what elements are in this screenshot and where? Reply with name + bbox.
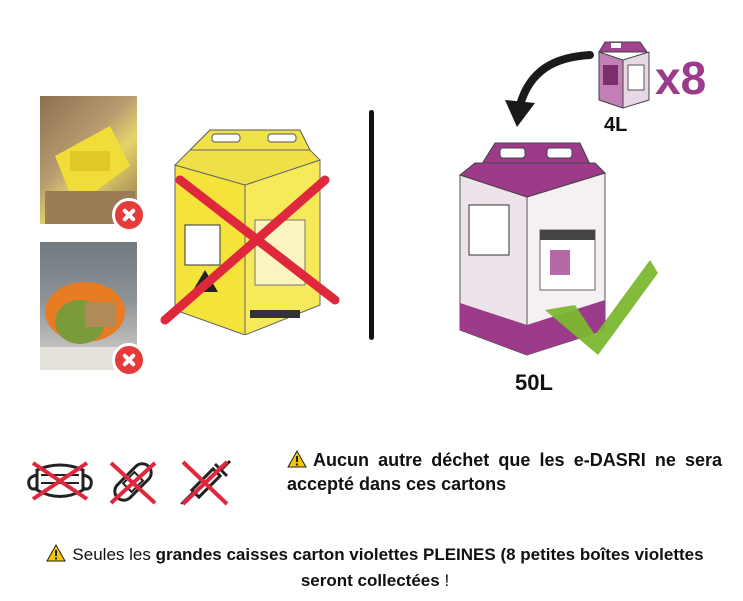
- not-allowed-icon: [112, 343, 146, 377]
- warning-collection-bold: grandes caisses carton violettes PLEINES…: [155, 545, 704, 590]
- warning-collection-prefix: Seules les: [72, 545, 156, 564]
- curved-arrow-icon: [505, 51, 594, 127]
- bag-waste-illustration: [40, 282, 137, 370]
- small-box-volume: 4L: [604, 114, 628, 136]
- warning-icon: [46, 544, 67, 562]
- warning-icon: [287, 450, 307, 468]
- not-allowed-icon: [112, 198, 146, 232]
- check-icon: [545, 260, 658, 355]
- warning-collection-rule: Seules les grandes caisses carton violet…: [30, 542, 720, 594]
- small-box-multiplier: x8: [655, 52, 707, 104]
- warning-collection-suffix: !: [439, 571, 450, 590]
- yellow-dasri-box-image: [160, 129, 340, 335]
- photo-opened-box: [40, 96, 137, 224]
- warning-no-other-waste-text: Aucun autre déchet que les e-DASRI ne se…: [287, 450, 722, 494]
- large-box-volume: 50L: [515, 370, 553, 395]
- bandage-icon: [109, 461, 157, 505]
- mask-icon: [27, 461, 93, 501]
- syringe-icon: [180, 459, 232, 506]
- vertical-divider: [369, 110, 374, 340]
- small-purple-box-image: [598, 41, 650, 109]
- warning-no-other-waste: Aucun autre déchet que les e-DASRI ne se…: [287, 448, 722, 496]
